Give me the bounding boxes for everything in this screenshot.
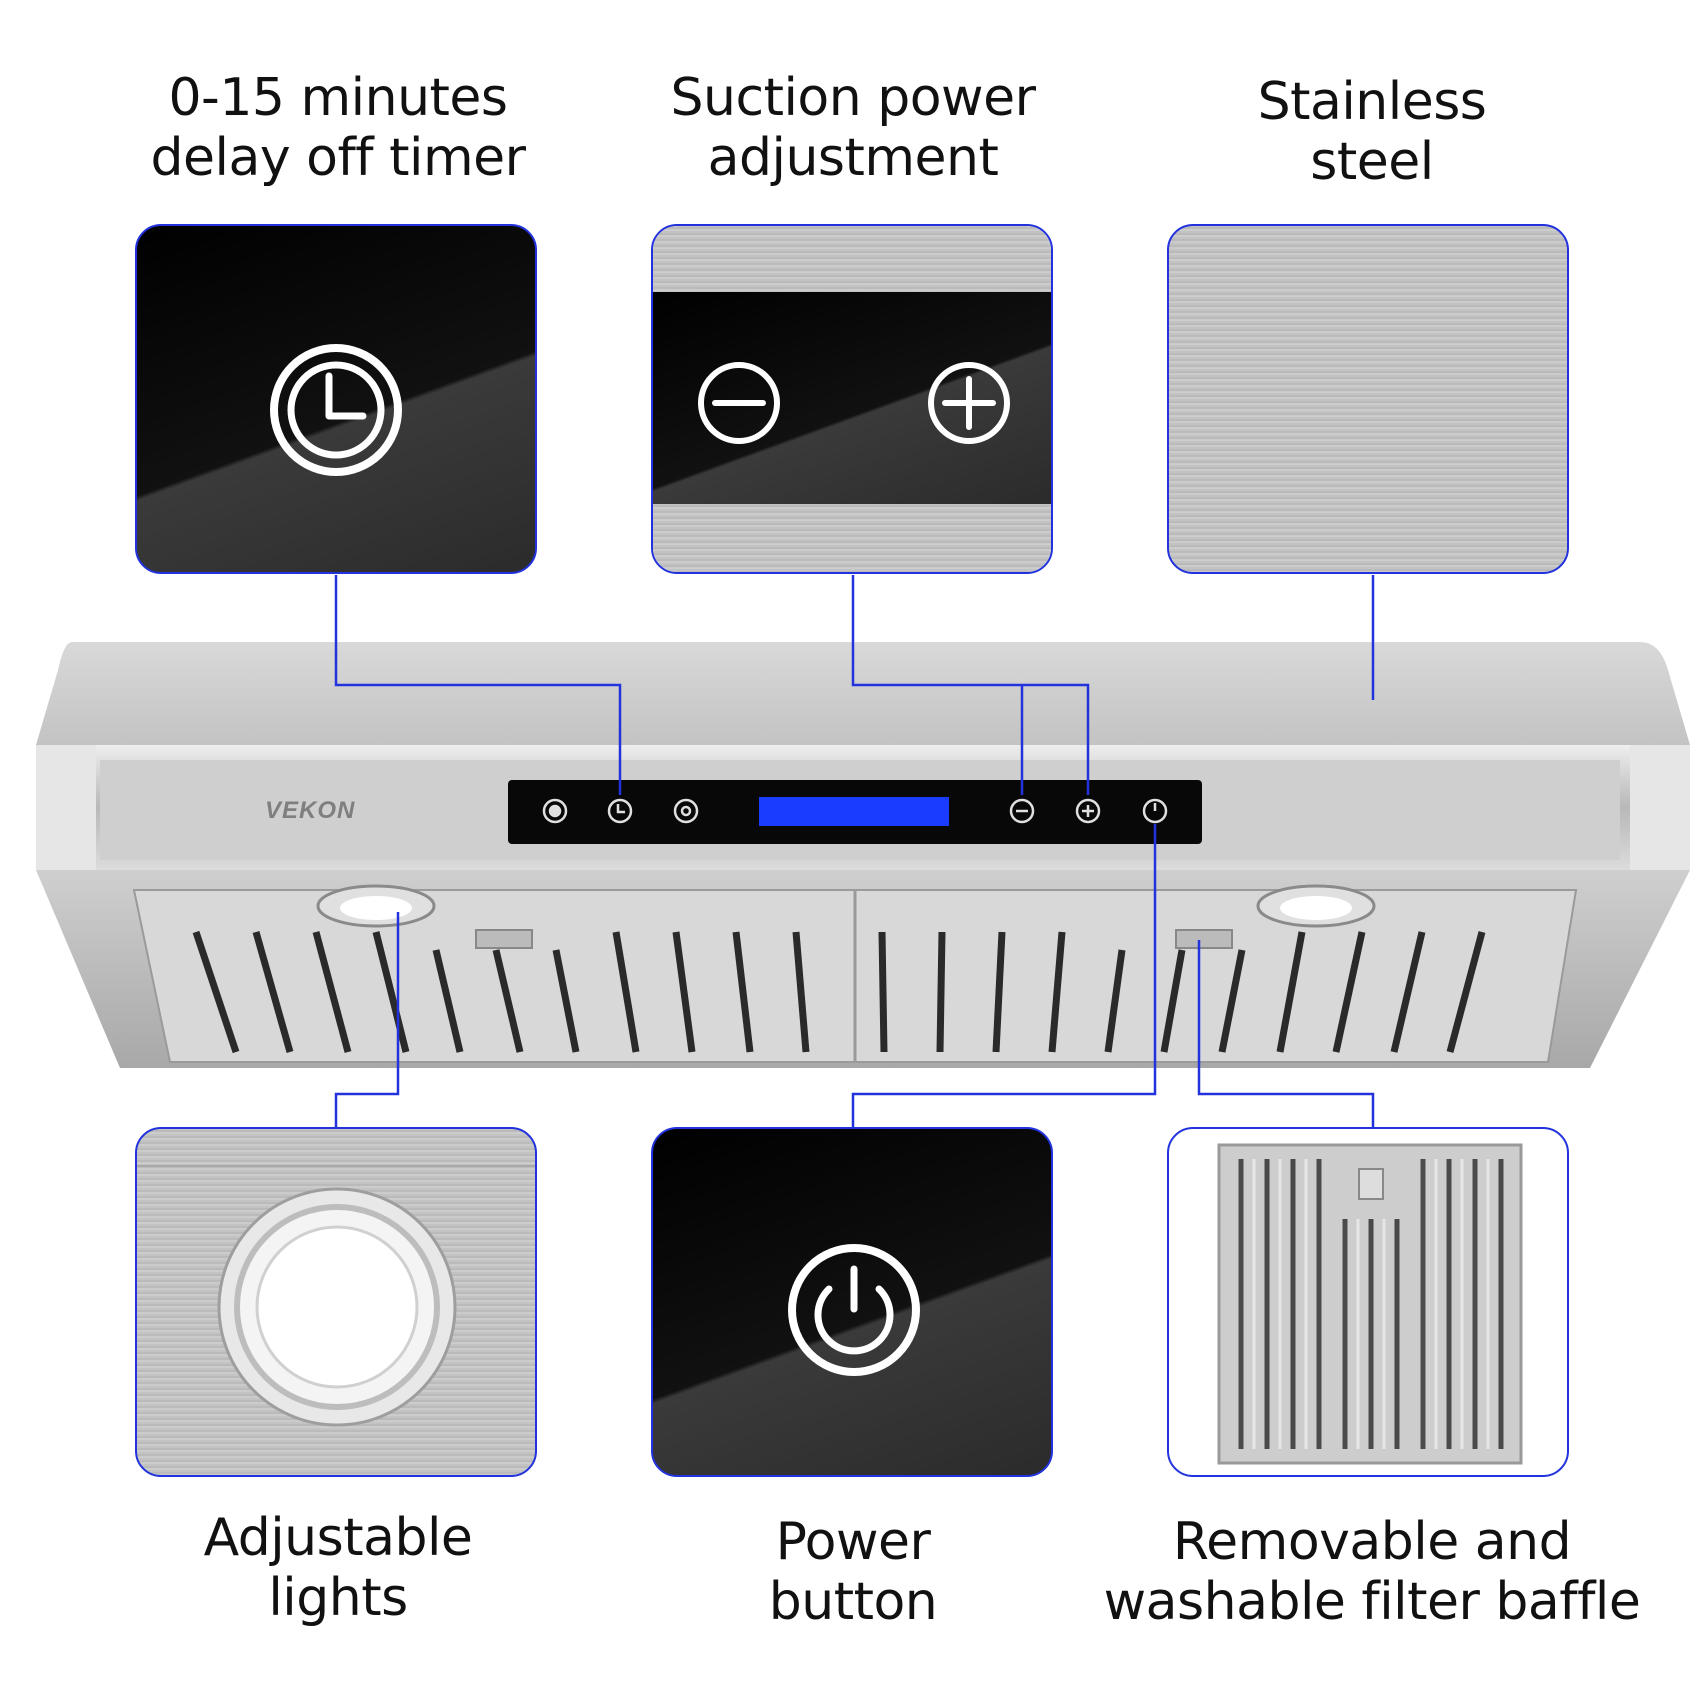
brand-logo: VEKON (265, 797, 356, 824)
caption-filter-line2: washable filter baffle (1103, 1572, 1641, 1632)
caption-suction: Suction power adjustment (593, 68, 1113, 188)
clock-icon (270, 344, 402, 476)
fan-icon (673, 798, 699, 824)
caption-filter-line1: Removable and (1172, 1512, 1572, 1572)
caption-lights-line2: lights (268, 1568, 408, 1628)
caption-power-line1: Power (775, 1512, 931, 1572)
control-glass-strip (653, 292, 1051, 504)
filter-detail-panel (1167, 1127, 1569, 1477)
power-icon (788, 1244, 920, 1376)
steel-strip-top (653, 226, 1051, 292)
caption-timer: 0-15 minutes delay off timer (78, 68, 598, 188)
caption-power-line2: button (768, 1572, 938, 1632)
plus-icon (928, 362, 1010, 444)
caption-steel: Stainless steel (1112, 72, 1632, 192)
caption-filter: Removable and washable filter baffle (1082, 1512, 1662, 1632)
plus-button-icon (1075, 798, 1101, 824)
suction-detail-panel (651, 224, 1053, 574)
caption-lights-line1: Adjustable (203, 1508, 473, 1568)
connector-lines (334, 575, 1375, 1127)
display-screen (759, 797, 949, 826)
caption-suction-line2: adjustment (707, 128, 999, 188)
caption-power: Power button (593, 1512, 1113, 1632)
caption-suction-line1: Suction power (670, 68, 1036, 128)
timer-button-icon (607, 798, 633, 824)
power-button-icon (1142, 798, 1168, 824)
minus-button-icon (1009, 798, 1035, 824)
hood-top-surface (36, 642, 1690, 745)
light-icon-large (137, 1165, 535, 1427)
lights-detail-panel (135, 1127, 537, 1477)
caption-lights: Adjustable lights (78, 1508, 598, 1628)
caption-timer-line1: 0-15 minutes (168, 68, 508, 128)
hood-light-left (316, 884, 436, 928)
filter-baffle-icon (1217, 1143, 1523, 1465)
stainless-steel-panel (1167, 224, 1569, 574)
timer-detail-panel (135, 224, 537, 574)
minus-icon (698, 362, 780, 444)
steel-strip-bottom (653, 504, 1051, 572)
caption-steel-line2: steel (1310, 132, 1434, 192)
light-icon (542, 798, 568, 824)
hood-light-right (1256, 884, 1376, 928)
power-detail-panel (651, 1127, 1053, 1477)
caption-steel-line1: Stainless (1257, 72, 1487, 132)
caption-timer-line2: delay off timer (150, 128, 526, 188)
baffle-slats (192, 930, 1486, 1054)
